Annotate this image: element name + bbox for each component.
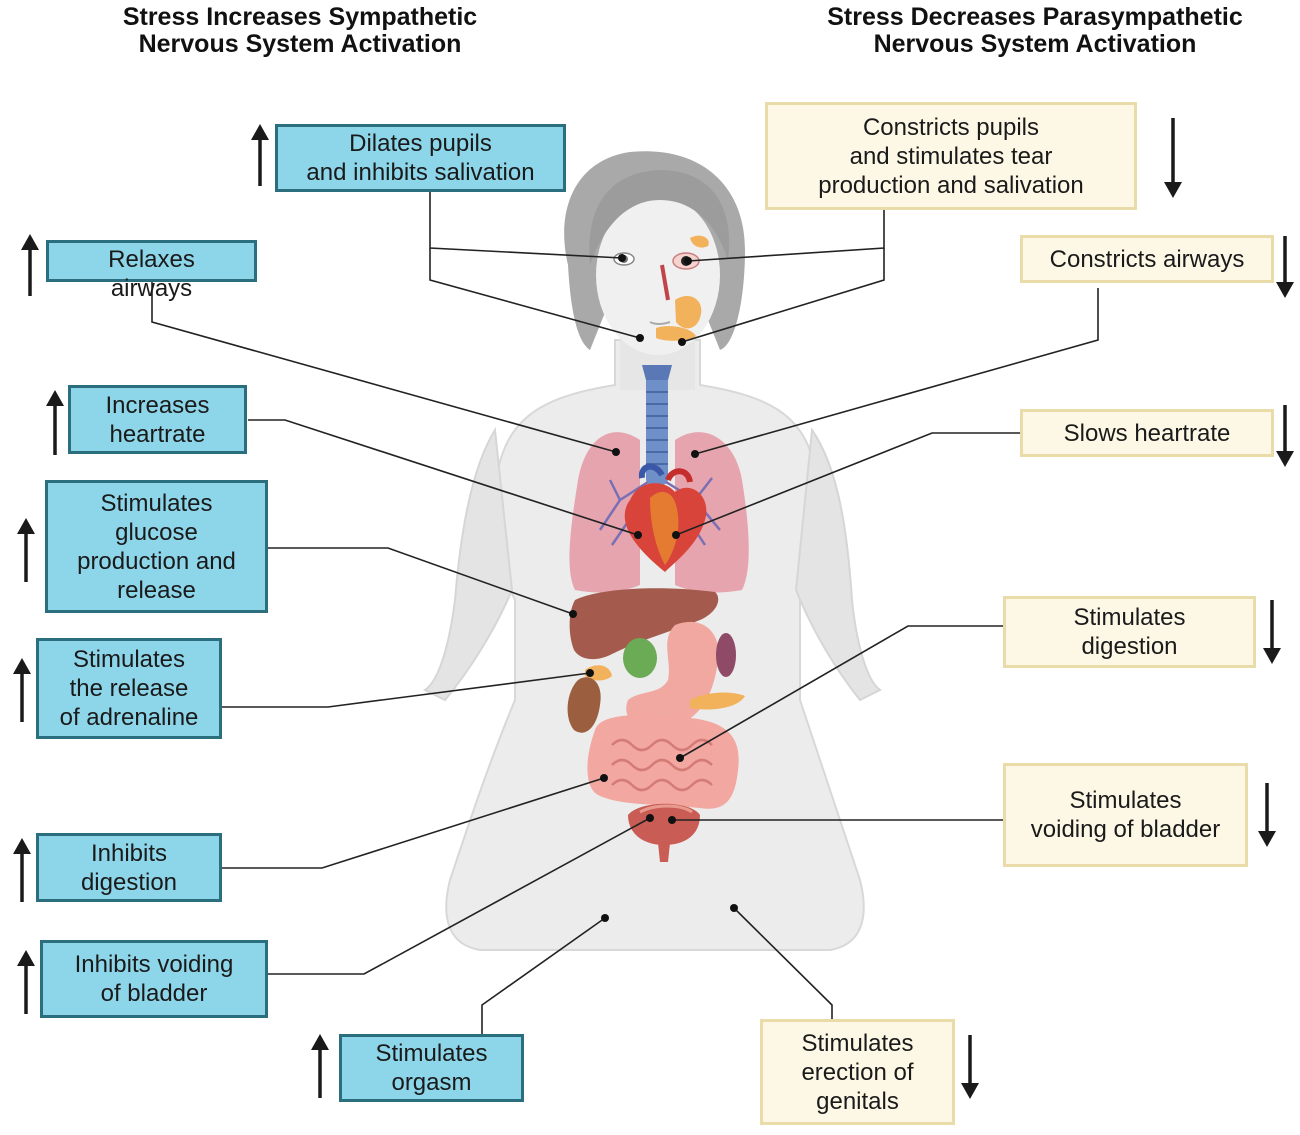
parasympathetic-title: Stress Decreases Parasympathetic Nervous… <box>790 4 1280 58</box>
box-line: erection of <box>801 1058 914 1086</box>
box-line: Stimulates <box>801 1029 914 1057</box>
down-arrow-icon <box>1258 783 1276 847</box>
para-box-heartrate: Slows heartrate <box>1020 409 1274 457</box>
up-arrow-icon <box>21 234 39 296</box>
box-line: glucose <box>115 518 198 546</box>
box-line: the release <box>69 675 189 702</box>
down-arrow-icon <box>961 1035 979 1099</box>
box-line: Constricts pupils <box>862 113 1040 141</box>
box-line: production and <box>77 547 236 575</box>
sympathetic-title: Stress Increases Sympathetic Nervous Sys… <box>70 4 530 58</box>
box-line: release <box>117 576 196 604</box>
box-line: digestion <box>80 868 178 896</box>
box-line: Stimulates <box>1073 604 1186 631</box>
leader-dots <box>569 254 738 922</box>
box-line: and stimulates tear <box>849 142 1053 170</box>
up-arrow-icon <box>13 658 31 722</box>
para-box-airways: Constricts airways <box>1020 235 1274 283</box>
box-line: and inhibits salivation <box>306 159 535 186</box>
box-line: Dilates pupils <box>349 130 492 157</box>
leader-lines <box>151 192 1099 1035</box>
box-line: production and salivation <box>818 171 1084 199</box>
parasympathetic-title-line: Stress Decreases Parasympathetic <box>827 3 1243 31</box>
box-line: Relaxes <box>108 246 195 273</box>
sympathetic-title-line: Nervous System Activation <box>138 30 462 58</box>
box-line: of adrenaline <box>59 704 199 731</box>
sympathetic-title-line: Stress Increases Sympathetic <box>122 3 478 31</box>
up-arrow-icon <box>311 1034 329 1098</box>
box-line: voiding of bladder <box>1030 816 1221 843</box>
down-arrow-icon <box>1263 600 1281 664</box>
up-arrow-icon <box>46 390 64 455</box>
up-arrow-icon <box>251 124 269 186</box>
box-line: airways <box>110 275 193 302</box>
box-line: Increases <box>105 391 210 419</box>
body-illustration <box>423 151 882 951</box>
box-line: Slows heartrate <box>1063 419 1231 447</box>
up-arrow-icon <box>17 518 35 582</box>
box-line: orgasm <box>391 1069 472 1096</box>
box-line: Stimulates <box>375 1040 488 1067</box>
box-line: heartrate <box>109 420 206 448</box>
down-arrow-icon <box>1276 405 1294 467</box>
box-line: Inhibits <box>90 839 168 867</box>
box-line: genitals <box>816 1087 899 1115</box>
up-arrow-icon <box>17 950 35 1014</box>
parasympathetic-title-line: Nervous System Activation <box>873 30 1197 58</box>
box-line: digestion <box>1081 633 1178 660</box>
up-arrow-icon <box>13 838 31 902</box>
box-line: Constricts airways <box>1049 245 1245 273</box>
down-arrow-icon <box>1164 118 1182 198</box>
down-arrow-icon <box>1276 236 1294 298</box>
box-line: of bladder <box>100 980 208 1007</box>
box-line: Stimulates <box>72 646 186 673</box>
box-line: Stimulates <box>100 489 213 517</box>
box-line: Stimulates <box>1069 787 1182 814</box>
box-line: Inhibits voiding <box>74 951 234 978</box>
